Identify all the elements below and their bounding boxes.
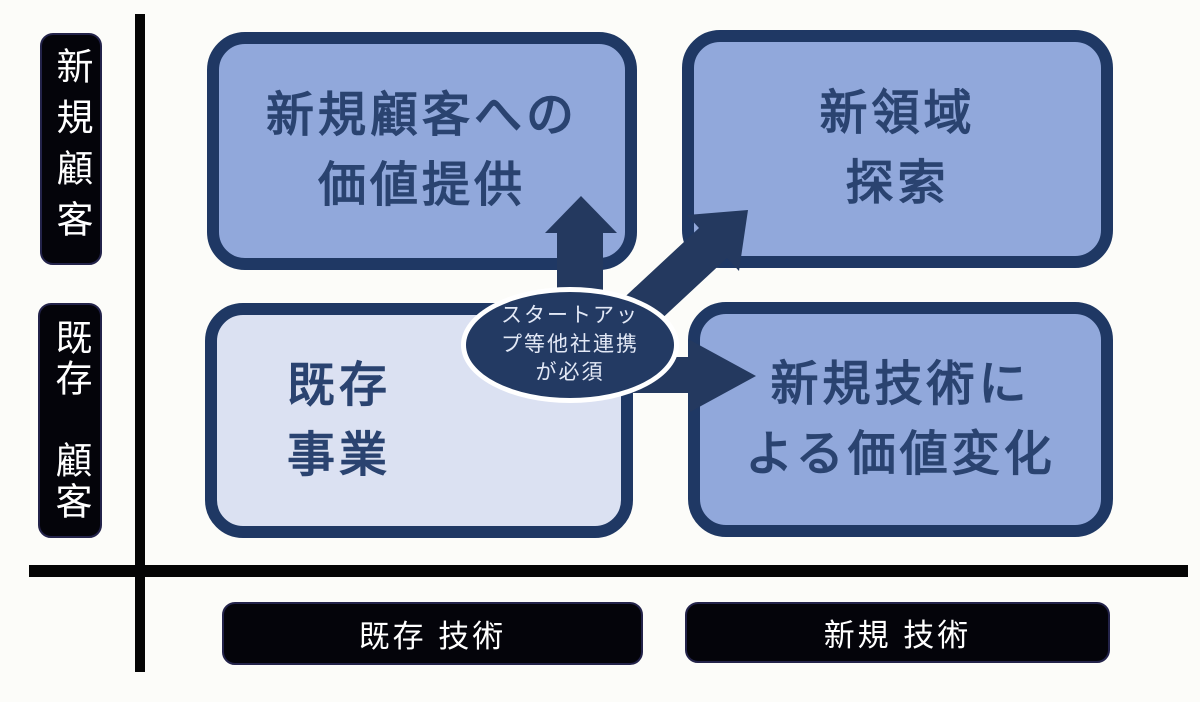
y-axis-line — [135, 14, 145, 672]
y-axis-label-bottom-text: 既存 顧客 — [50, 318, 91, 523]
quadrant-new-tech-value-change: 新規技術に よる価値変化 — [688, 302, 1113, 537]
x-axis-label-right-text: 新規 技術 — [823, 618, 972, 653]
x-axis-label-new-technology: 新規 技術 — [685, 602, 1110, 663]
y-axis-label-top-text: 新規顧客 — [51, 47, 92, 251]
callout-label: スタートアッ プ等他社連携 が必須 — [501, 303, 639, 385]
callout-ellipse: スタートアッ プ等他社連携 が必須 — [461, 287, 679, 403]
y-axis-label-new-customers: 新規顧客 — [40, 33, 102, 265]
quadrant-label: 新領域 探索 — [819, 87, 976, 210]
quadrant-label: 既存 事業 — [287, 358, 392, 482]
quadrant-new-domain-exploration: 新領域 探索 — [682, 30, 1113, 268]
quadrant-label: 新規技術に よる価値変化 — [745, 357, 1056, 481]
x-axis-label-existing-technology: 既存 技術 — [222, 602, 643, 665]
x-axis-line — [29, 565, 1188, 577]
quadrant-label: 新規顧客への 価値提供 — [265, 89, 578, 212]
quadrant-new-customer-value: 新規顧客への 価値提供 — [207, 32, 637, 270]
y-axis-label-existing-customers: 既存 顧客 — [38, 303, 102, 538]
x-axis-label-left-text: 既存 技術 — [358, 619, 507, 654]
